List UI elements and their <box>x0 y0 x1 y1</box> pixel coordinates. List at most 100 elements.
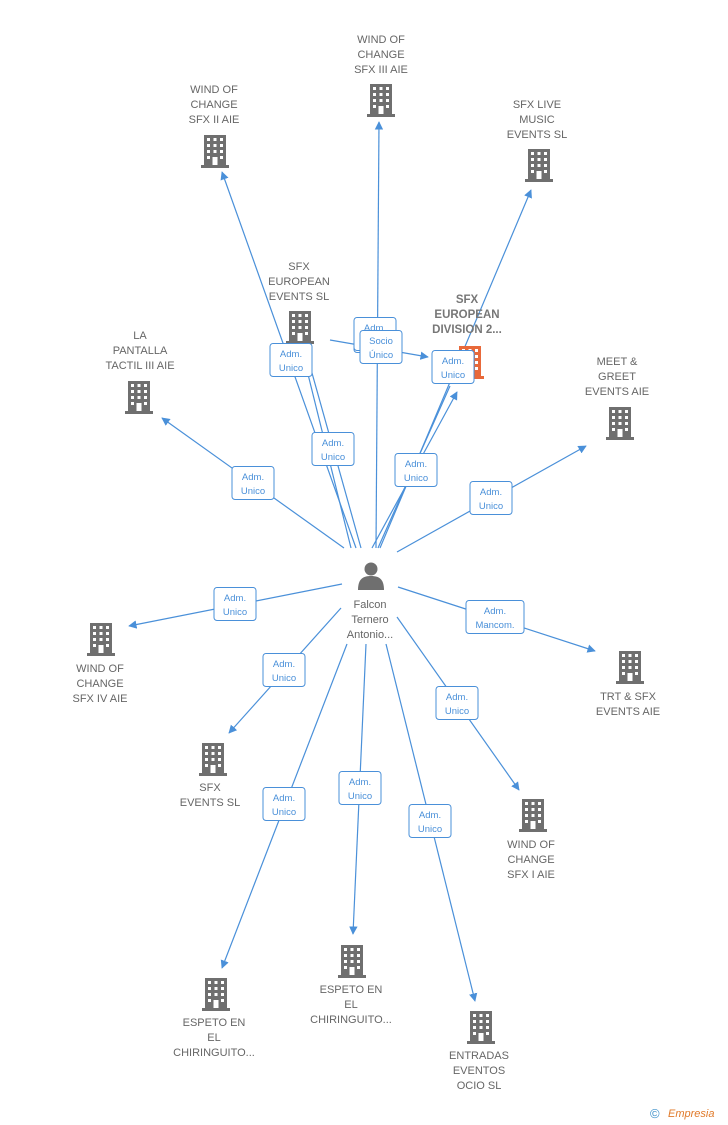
relation-label-text: Unico <box>279 363 303 374</box>
company-name-line: SFX <box>199 782 221 794</box>
company-node-wind-of-change-sfx-iv[interactable]: WIND OF CHANGE SFX IV AIE <box>72 623 128 705</box>
relation-label[interactable]: Adm.Unico <box>269 343 313 377</box>
company-name-line: CHIRINGUITO... <box>173 1047 255 1059</box>
relation-label-text: Adm. <box>364 323 386 334</box>
relation-label-text: Unico <box>404 473 428 484</box>
relation-label[interactable]: Adm.Unico <box>311 432 355 466</box>
credit-mark[interactable]: © Empresia <box>650 1106 714 1121</box>
company-name-line: TACTIL III AIE <box>105 360 174 372</box>
building-icon <box>286 311 314 344</box>
company-node-meet-greet-events[interactable]: MEET & GREET EVENTS AIE <box>585 356 649 440</box>
company-name-line: WIND OF <box>507 839 555 851</box>
relation-label-text: Unico <box>223 607 247 618</box>
company-name-line: CHANGE <box>76 678 123 690</box>
building-icon <box>525 149 553 182</box>
company-node-entradas-eventos-ocio[interactable]: ENTRADAS EVENTOS OCIO SL <box>449 1011 509 1092</box>
relation-label[interactable]: Adm.Mancom. <box>465 600 525 634</box>
company-name-line: CHANGE <box>507 854 554 866</box>
relation-label-text: Adm. <box>446 692 468 703</box>
relation-label-text: Unico <box>479 501 503 512</box>
relation-label[interactable]: Adm. Unico <box>213 587 257 621</box>
company-name-line: EVENTS AIE <box>585 386 649 398</box>
company-node-wind-of-change-sfx-iii[interactable]: WIND OF CHANGE SFX III AIE <box>354 34 408 117</box>
company-name-line: WIND OF <box>357 34 405 46</box>
company-name-line: TRT & SFX <box>600 691 656 703</box>
center-person-node[interactable]: FalconTerneroAntonio... <box>347 562 393 642</box>
edge-labels-layer: Adm.UnicoAdm.UnicoAdm.UnicoAdm.UnicoAdm.… <box>213 317 525 838</box>
company-name-line: WIND OF <box>76 663 124 675</box>
building-icon <box>125 381 153 414</box>
building-icon <box>201 135 229 168</box>
relation-label[interactable]: Adm. Unico <box>262 653 306 687</box>
company-name-line: EVENTS AIE <box>596 706 660 718</box>
company-name-line: OCIO SL <box>457 1080 502 1092</box>
company-node-trt-sfx-events[interactable]: TRT & SFX EVENTS AIE <box>596 651 660 718</box>
relation-label-text: Adm. <box>322 438 344 449</box>
company-name-line: SFX <box>456 294 479 306</box>
relation-label[interactable]: Adm.Unico <box>435 686 479 720</box>
company-name-line: GREET <box>598 371 636 383</box>
company-name-line: CHIRINGUITO... <box>310 1014 392 1026</box>
relation-label[interactable]: Adm. Unico <box>394 453 438 487</box>
building-icon <box>467 1011 495 1044</box>
company-node-espeto-chiringuito-2[interactable]: ESPETO ENELCHIRINGUITO... <box>310 945 392 1026</box>
center-name-line: Falcon <box>353 599 386 611</box>
company-node-la-pantalla-tactil-iii[interactable]: LA PANTALLA TACTIL III AIE <box>105 330 175 414</box>
relation-label-text: Unico <box>441 370 465 381</box>
company-name-line: MUSIC <box>519 114 555 126</box>
building-icon <box>199 743 227 776</box>
relation-label-text: Adm. <box>405 459 427 470</box>
company-name-line: LA <box>133 330 147 342</box>
relation-label-text: Único <box>369 350 393 361</box>
relation-label-text: Adm. <box>484 606 506 617</box>
company-name-line: EUROPEAN <box>268 276 330 288</box>
company-name-line: DIVISION 2... <box>432 324 502 336</box>
relation-label-text: Adm. <box>224 593 246 604</box>
building-icon <box>519 799 547 832</box>
relation-label-text: Unico <box>418 824 442 835</box>
company-name-line: SFX III AIE <box>354 64 408 76</box>
building-icon <box>87 623 115 656</box>
company-name-line: EVENTS SL <box>180 797 241 809</box>
relation-label[interactable]: Adm. Unico <box>431 350 475 384</box>
relation-label[interactable]: Adm.Unico <box>338 771 382 805</box>
company-name-line: ESPETO EN <box>183 1017 246 1029</box>
company-name-line: EVENTOS <box>453 1065 505 1077</box>
relation-label-text: Unico <box>272 673 296 684</box>
relation-label-text: Adm. <box>349 777 371 788</box>
relation-label[interactable]: Adm. Unico <box>231 466 275 500</box>
building-icon <box>616 651 644 684</box>
building-icon <box>338 945 366 978</box>
relation-label[interactable]: Adm.Unico <box>408 804 452 838</box>
company-name-line: PANTALLA <box>113 345 168 357</box>
center-name-line: Antonio... <box>347 629 393 641</box>
relation-label-text: Adm. <box>242 472 264 483</box>
company-name-line: ESPETO EN <box>320 984 383 996</box>
building-icon <box>202 978 230 1011</box>
company-name-line: ENTRADAS <box>449 1050 509 1062</box>
relation-label[interactable]: Adm. Unico <box>469 481 513 515</box>
relation-label-text: Unico <box>272 807 296 818</box>
relation-label-text: Adm. <box>442 356 464 367</box>
relation-label-text: Adm. <box>480 487 502 498</box>
company-name-line: MEET & <box>597 356 638 368</box>
relation-label-text: Adm. <box>273 659 295 670</box>
company-node-sfx-events[interactable]: SFX EVENTS SL <box>180 743 241 809</box>
company-name-line: CHANGE <box>357 49 404 61</box>
company-name-line: SFX IV AIE <box>72 693 127 705</box>
company-name-line: EL <box>207 1032 220 1044</box>
relation-label-text: Unico <box>241 486 265 497</box>
brand-logo-text: Empresia <box>668 1108 714 1120</box>
relation-label[interactable]: Adm.Unico <box>262 787 306 821</box>
company-name-line: EVENTS SL <box>269 291 330 303</box>
company-node-espeto-chiringuito-1[interactable]: ESPETO EN EL CHIRINGUITO... <box>173 978 255 1059</box>
center-name-line: Ternero <box>351 614 388 626</box>
